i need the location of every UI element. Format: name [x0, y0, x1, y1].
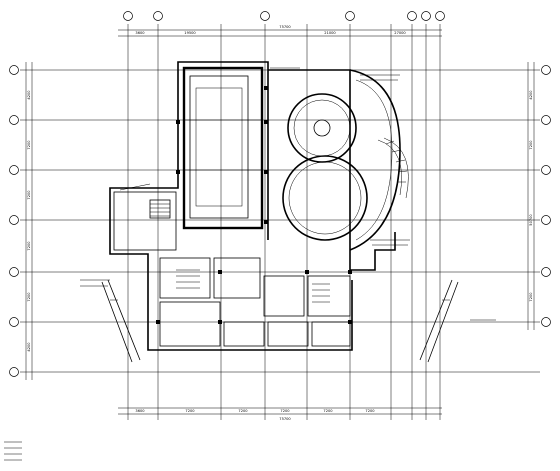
side-axis-bubbles — [9, 65, 551, 377]
left-dim-1: 4200 — [27, 90, 31, 100]
bottom-dim-6: 7200 — [365, 409, 375, 413]
top-dim-1: 3600 — [135, 31, 145, 35]
curved-stair — [377, 137, 409, 199]
dimension-chains — [25, 29, 535, 415]
leader-lines — [80, 67, 496, 321]
right-dimension-labels: 4200 7200 50700 7200 — [529, 90, 533, 302]
left-wing-rooms — [113, 191, 177, 251]
bottom-dim-2: 7200 — [185, 409, 195, 413]
left-dim-4: 7200 — [27, 241, 31, 251]
figure-eight-pool — [282, 93, 368, 241]
right-dim-3: 7200 — [529, 292, 533, 302]
splayed-side-walls — [101, 279, 459, 363]
bottom-dim-4: 7200 — [280, 409, 290, 413]
left-dim-3: 7200 — [27, 190, 31, 200]
bottom-dim-3: 7200 — [238, 409, 248, 413]
building-outline — [109, 61, 396, 351]
bottom-dim-5: 7200 — [323, 409, 333, 413]
right-dim-1: 4200 — [529, 90, 533, 100]
horizontal-grid-axes — [20, 69, 540, 373]
pool-room — [182, 66, 264, 230]
left-dim-5: 7200 — [27, 292, 31, 302]
structural-columns — [156, 86, 352, 324]
vertical-grid-axes — [127, 24, 441, 420]
left-dim-2: 7200 — [27, 140, 31, 150]
top-dim-total: 75700 — [279, 25, 291, 29]
top-dimension-labels: 3600 19500 75700 21000 27000 — [135, 25, 406, 35]
curved-wall — [349, 69, 401, 251]
lower-rooms — [159, 257, 351, 347]
bottom-dim-1: 3600 — [135, 409, 145, 413]
top-axis-bubbles — [123, 11, 445, 21]
left-dimension-labels: 4200 7200 7200 7200 7200 4200 — [27, 90, 31, 352]
left-dim-6: 4200 — [27, 342, 31, 352]
top-dim-2: 19500 — [184, 31, 196, 35]
top-dim-3: 21000 — [324, 31, 336, 35]
right-dim-2: 7200 — [529, 140, 533, 150]
right-dim-total: 50700 — [529, 214, 533, 226]
bottom-dim-total: 75700 — [279, 417, 291, 421]
top-dim-4: 27000 — [394, 31, 406, 35]
bottom-dimension-labels: 3600 7200 7200 7200 7200 7200 75700 — [135, 409, 375, 421]
legend-block — [4, 441, 22, 461]
